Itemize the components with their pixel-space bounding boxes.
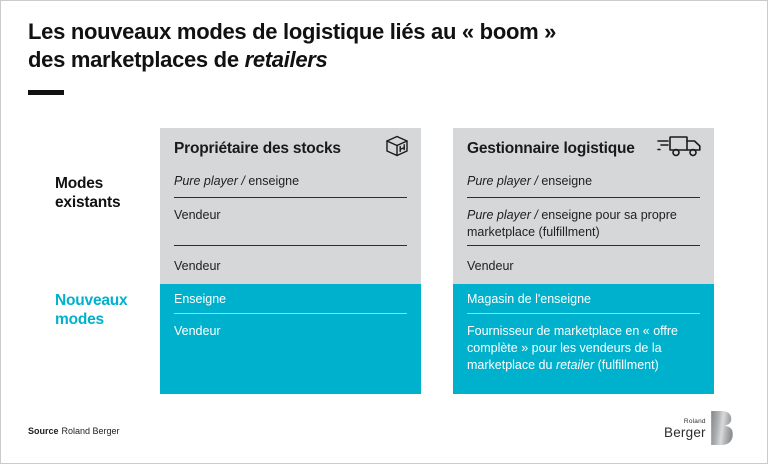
mode-row: Pure player / enseigne pour sa propre ma… [467,198,700,246]
column-header-gestionnaire: Gestionnaire logistique [453,128,714,164]
roland-berger-logo: Roland Berger [664,411,733,450]
mode-row-text: Magasin de l'enseigne [467,292,591,306]
column-title: Propriétaire des stocks [174,140,341,157]
logo-roland-text: Roland [683,418,706,425]
mode-row: Vendeur [174,314,407,394]
mode-row-text: enseigne pour sa propre marketplace (ful… [467,208,677,239]
delivery-truck-icon [657,133,703,159]
mode-row-text: Fournisseur de marketplace en « offre co… [467,324,678,372]
title-line1: Les nouveaux modes de logistique liés au… [28,19,557,44]
mode-row-text: (fulfillment) [594,358,659,372]
mode-row: Fournisseur de marketplace en « offre co… [467,314,700,394]
package-box-icon [384,133,410,159]
label-nouveaux-modes: Nouveaux modes [55,292,128,328]
mode-row: Vendeur [174,198,407,246]
column-gestionnaire-logistique: Gestionnaire logistique Pure player / en… [453,128,714,394]
column-proprietaire-des-stocks: Propriétaire des stocks Pure player / en… [160,128,421,394]
mode-row: Enseigne [174,284,407,314]
mode-row: Pure player / enseigne [467,164,700,198]
mode-row: Magasin de l'enseigne [467,284,700,314]
mode-row-text: Vendeur [467,259,514,273]
mode-row: Pure player / enseigne [174,164,407,198]
title-dash [28,90,64,95]
mode-row-text: Enseigne [174,292,227,306]
column-title: Gestionnaire logistique [467,140,635,157]
mode-row-text: Vendeur [174,259,221,273]
roland-berger-wordmark: Roland Berger [664,418,706,440]
title-line2: des marketplaces de [28,47,245,72]
mode-row-text: retailer [555,358,595,372]
mode-row: Vendeur [467,246,700,284]
mode-row-text: enseigne [244,174,300,188]
mode-row-text: Vendeur [174,324,221,338]
mode-row-text: Pure player / [467,174,538,188]
roland-berger-b-mark [710,411,733,450]
logo-berger-text: Berger [664,425,706,440]
source-value: Roland Berger [61,426,120,436]
mode-row-text: Pure player / [467,208,538,222]
mode-row: Vendeur [174,246,407,284]
source-label: Source [28,426,59,436]
mode-row-text: enseigne [537,174,593,188]
mode-row-text: Pure player / [174,174,245,188]
label-modes-existants: Modes existants [55,175,121,211]
title-line2-italic: retailers [244,47,328,72]
mode-row-text: Vendeur [174,208,221,222]
column-header-proprietaire: Propriétaire des stocks [160,128,421,164]
page-title: Les nouveaux modes de logistique liés au… [28,18,556,74]
